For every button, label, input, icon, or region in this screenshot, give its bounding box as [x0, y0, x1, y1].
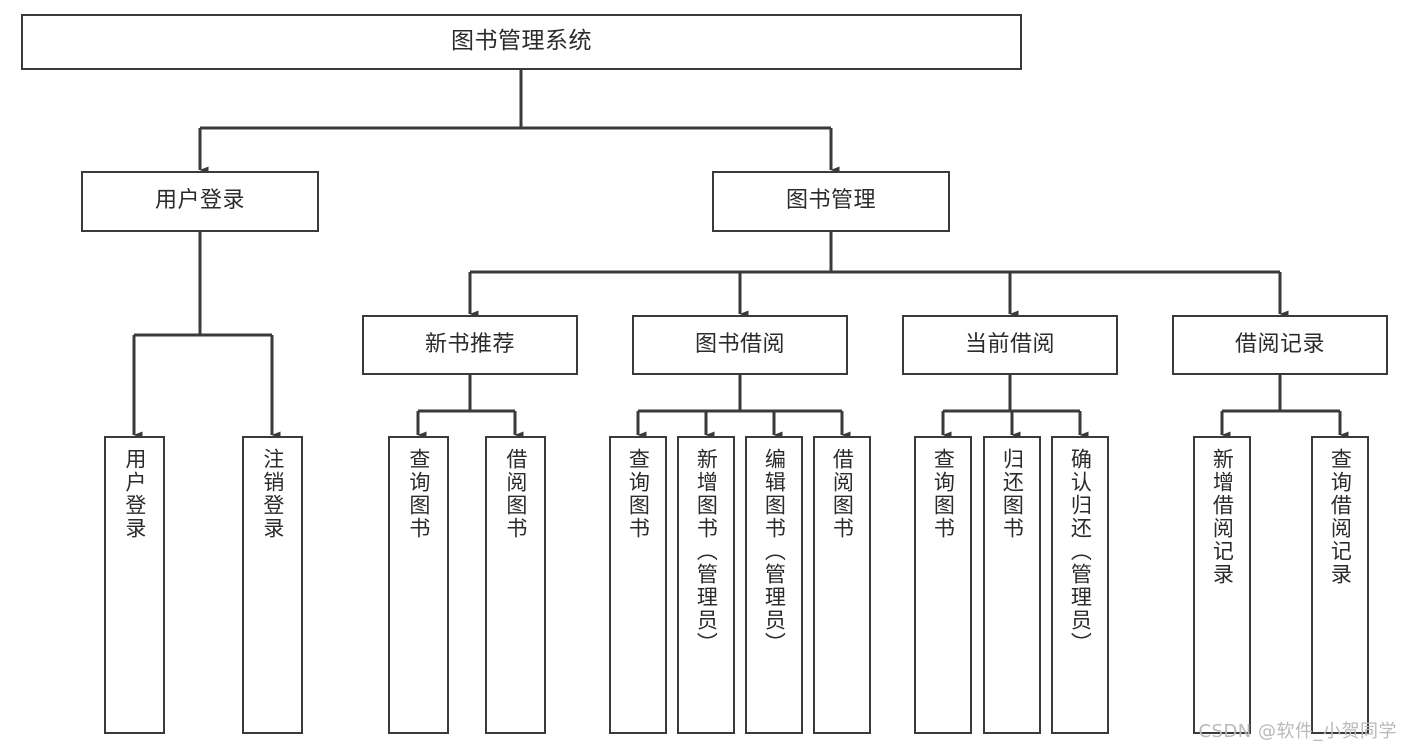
node-leaf-query-book-3[interactable]: 查询图书: [914, 436, 972, 734]
node-leaf-add-book[interactable]: 新增图书（管理员）: [677, 436, 735, 734]
watermark-text: CSDN @软件_小贺同学: [1198, 721, 1397, 742]
node-label: 查询借阅记录: [1328, 448, 1353, 586]
node-label: 用户登录: [122, 448, 147, 540]
node-label: 借阅图书: [830, 448, 855, 540]
node-label: 图书借阅: [694, 331, 785, 357]
node-label: 新增图书（管理员）: [694, 448, 719, 655]
node-leaf-confirm-return[interactable]: 确认归还（管理员）: [1051, 436, 1109, 734]
node-new-book-rec[interactable]: 新书推荐: [362, 315, 578, 375]
node-label: 编辑图书（管理员）: [762, 448, 787, 655]
node-label: 查询图书: [406, 448, 431, 540]
node-label: 确认归还（管理员）: [1068, 448, 1093, 655]
node-book-borrow[interactable]: 图书借阅: [632, 315, 848, 375]
node-label: 新增借阅记录: [1210, 448, 1235, 586]
node-leaf-edit-book[interactable]: 编辑图书（管理员）: [745, 436, 803, 734]
node-leaf-borrow-book-2[interactable]: 借阅图书: [813, 436, 871, 734]
node-user-login[interactable]: 用户登录: [81, 171, 319, 232]
node-leaf-return-book[interactable]: 归还图书: [983, 436, 1041, 734]
node-leaf-query-book-1[interactable]: 查询图书: [388, 436, 449, 734]
node-label: 查询图书: [626, 448, 651, 540]
node-leaf-borrow-book-1[interactable]: 借阅图书: [485, 436, 546, 734]
node-leaf-add-record[interactable]: 新增借阅记录: [1193, 436, 1251, 734]
node-borrow-record[interactable]: 借阅记录: [1172, 315, 1388, 375]
node-label: 当前借阅: [964, 331, 1055, 357]
node-label: 借阅记录: [1234, 331, 1325, 357]
node-current-borrow[interactable]: 当前借阅: [902, 315, 1118, 375]
node-leaf-logout[interactable]: 注销登录: [242, 436, 303, 734]
node-root[interactable]: 图书管理系统: [21, 14, 1022, 70]
node-label: 归还图书: [1000, 448, 1025, 540]
node-label: 借阅图书: [503, 448, 528, 540]
node-leaf-query-book-2[interactable]: 查询图书: [609, 436, 667, 734]
node-label: 图书管理系统: [451, 28, 592, 55]
node-label: 新书推荐: [424, 331, 515, 357]
node-label: 图书管理: [785, 188, 876, 214]
node-label: 用户登录: [154, 188, 245, 214]
node-book-manage[interactable]: 图书管理: [712, 171, 950, 232]
node-leaf-query-record[interactable]: 查询借阅记录: [1311, 436, 1369, 734]
node-label: 查询图书: [931, 448, 956, 540]
node-label: 注销登录: [260, 448, 285, 540]
node-leaf-user-login[interactable]: 用户登录: [104, 436, 165, 734]
